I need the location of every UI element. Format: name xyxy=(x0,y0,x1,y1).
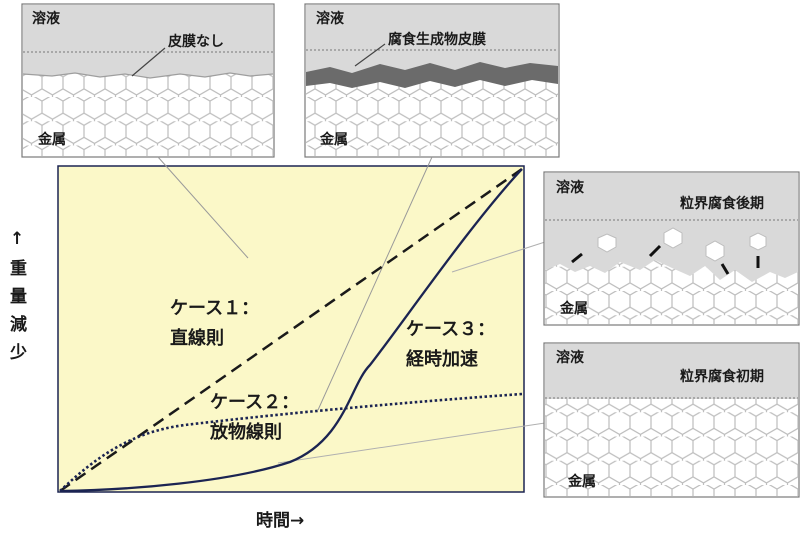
dissolution-arrow xyxy=(571,252,583,264)
case3-title: ケース３： xyxy=(406,319,495,340)
panel-late-metal-label: 金属 xyxy=(559,300,588,317)
panel-film-metal xyxy=(306,80,558,156)
y-axis-char: 減 xyxy=(10,314,27,335)
panel-no-film-callout: 皮膜なし xyxy=(167,33,224,50)
graph: ケース１： 直線則 ケース２： 放物線則 ケース３： 経時加速 時間→ ↑ 重 … xyxy=(9,156,546,531)
case1-title: ケース１： xyxy=(170,298,259,319)
panel-early-solution-label: 溶液 xyxy=(556,349,585,366)
panel-intergranular-late: 溶液 粒界腐食後期 金属 xyxy=(543,171,800,326)
panel-film-metal-label: 金属 xyxy=(319,131,348,148)
leader-to-no-film xyxy=(157,156,249,259)
panel-early-title: 粒界腐食初期 xyxy=(680,368,764,385)
panel-no-film-solution-label: 溶液 xyxy=(32,10,61,27)
y-axis-char: 重 xyxy=(10,258,27,279)
corrosion-product-film xyxy=(306,62,558,88)
y-axis-char: 量 xyxy=(10,286,27,307)
panel-film-leader xyxy=(354,43,386,67)
y-axis-char: 少 xyxy=(9,343,27,363)
panel-no-film-solution xyxy=(23,5,273,78)
detached-grain xyxy=(705,240,725,262)
panel-late-title: 粒界腐食後期 xyxy=(680,195,764,212)
panel-intergranular-early: 溶液 粒界腐食初期 金属 xyxy=(543,342,800,498)
dissolution-arrow xyxy=(720,263,730,275)
leader-to-film xyxy=(317,156,433,411)
panel-no-film-surface xyxy=(22,72,274,79)
panel-film: 溶液 腐食生成物皮膜 金属 xyxy=(304,3,560,158)
panel-no-film: 溶液 皮膜なし 金属 xyxy=(21,3,275,158)
leader-to-early xyxy=(277,422,546,464)
panel-early-metal-label: 金属 xyxy=(567,473,596,490)
panel-no-film-metal xyxy=(23,70,273,156)
panel-early-metal xyxy=(545,399,798,496)
case3-law: 経時加速 xyxy=(406,348,478,370)
case2-parabolic-curve xyxy=(59,392,523,492)
panel-no-film-metal-label: 金属 xyxy=(37,131,66,148)
case2-law: 放物線則 xyxy=(209,421,282,443)
panel-late-metal xyxy=(545,260,798,324)
leader-to-late xyxy=(451,241,546,273)
case2-title: ケース２： xyxy=(210,392,299,413)
panel-early-solution xyxy=(545,344,798,399)
panel-no-film-leader xyxy=(131,47,166,77)
detached-grain xyxy=(597,233,617,253)
dissolution-arrow xyxy=(648,244,662,258)
y-axis-char: ↑ xyxy=(10,229,24,249)
panel-late-solution-label: 溶液 xyxy=(556,179,585,196)
x-axis-label: 時間→ xyxy=(256,510,304,531)
panel-film-callout: 腐食生成物皮膜 xyxy=(388,31,486,48)
detached-grain xyxy=(749,232,767,251)
panel-film-solution-label: 溶液 xyxy=(316,10,345,27)
case3-accelerating-curve xyxy=(59,168,523,493)
case1-law: 直線則 xyxy=(170,327,224,349)
detached-grain xyxy=(663,227,683,249)
y-axis-label: ↑ 重 量 減 少 xyxy=(9,229,27,363)
